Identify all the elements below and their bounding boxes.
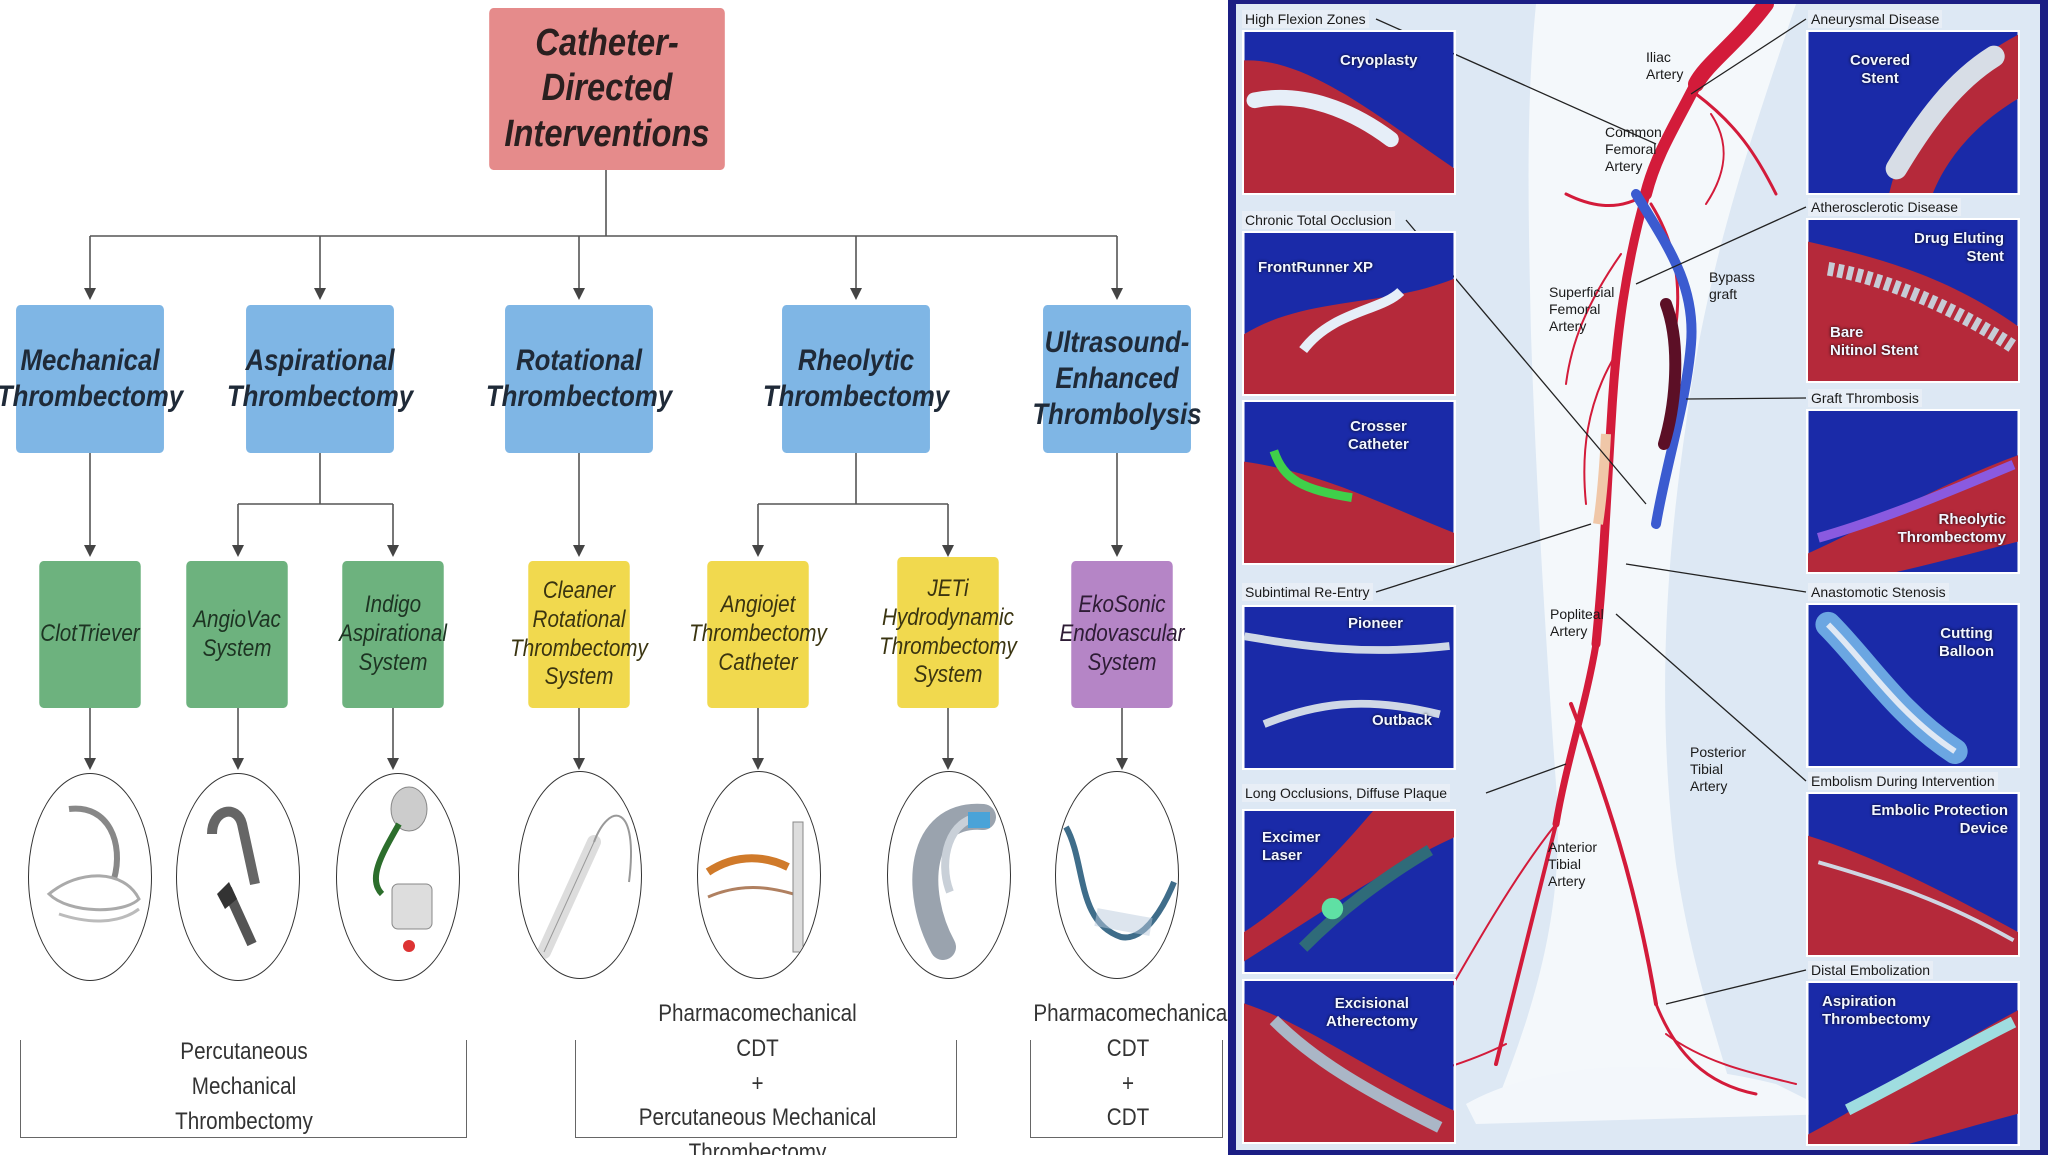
panel-frontrunner-xp: FrontRunner XP (1242, 231, 1456, 396)
clottriever-image (28, 773, 152, 981)
caption-excisional-atherectomy: Excisional Atherectomy (1326, 995, 1418, 1030)
panel-excimer-laser: Excimer Laser (1242, 809, 1456, 974)
bracket-pharmacomechanical-percutaneous (575, 1040, 957, 1138)
device-indigo-aspirational-system: Indigo Aspirational System (339, 561, 447, 708)
category-rheolytic-thrombectomy: Rheolytic Thrombectomy (763, 305, 949, 453)
label-superficial-femoral-artery: Superficial Femoral Artery (1549, 284, 1615, 334)
label-iliac-artery: Iliac Artery (1646, 49, 1684, 82)
label-atherosclerotic-disease: Atherosclerotic Disease (1808, 198, 1962, 216)
caption-pioneer-outback: Pioneer Outback (1244, 607, 1454, 768)
panel-cryoplasty: Cryoplasty (1242, 30, 1456, 195)
caption-crosser-catheter: Crosser Catheter (1348, 418, 1409, 453)
label-embolism-during-intervention: Embolism During Intervention (1808, 772, 1998, 790)
panel-cutting-balloon: Cutting Balloon (1806, 603, 2020, 768)
label-bypass-graft: Bypass graft (1709, 269, 1755, 302)
caption-pioneer: Pioneer (1348, 615, 1404, 632)
jeti-system-image (887, 771, 1011, 979)
caption-outback: Outback (1372, 712, 1433, 729)
category-aspirational-thrombectomy: Aspirational Thrombectomy (227, 305, 413, 453)
panel-excisional-atherectomy: Excisional Atherectomy (1242, 979, 1456, 1144)
label-chronic-total-occlusion: Chronic Total Occlusion (1242, 211, 1395, 229)
label-pharmacomechanical-cdt-percutaneous: Pharmacomechanical CDT + Percutaneous Me… (638, 1000, 877, 1155)
caption-frontrunner-xp: FrontRunner XP (1258, 259, 1373, 276)
peripheral-artery-illustration: Iliac Artery Common Femoral Artery Super… (1228, 0, 2048, 1155)
ekosonic-system-image (1055, 771, 1179, 979)
device-cleaner-rotational-thrombectomy-system: Cleaner Rotational Thrombectomy System (510, 561, 648, 708)
angiojet-catheter-image (697, 771, 821, 979)
flowchart-panel: Catheter-Directed Interventions Mechanic… (0, 8, 1228, 1155)
caption-bare-nitinol: Bare Nitinol Stent (1830, 324, 1919, 359)
label-aneurysmal-disease: Aneurysmal Disease (1808, 10, 1943, 28)
panel-rheolytic-thrombectomy: Rheolytic Thrombectomy (1806, 409, 2020, 574)
device-clottriever: ClotTriever (39, 561, 141, 708)
label-graft-thrombosis: Graft Thrombosis (1808, 389, 1922, 407)
caption-cryoplasty: Cryoplasty (1340, 52, 1418, 69)
bracket-percutaneous (20, 1040, 467, 1138)
panel-aspiration-thrombectomy: Aspiration Thrombectomy (1806, 981, 2020, 1146)
caption-embolic-protection-device: Embolic Protection Device (1871, 802, 2008, 837)
label-distal-embolization: Distal Embolization (1808, 961, 1934, 979)
category-ultrasound-enhanced-thrombolysis: Ultrasound- Enhanced Thrombolysis (1032, 305, 1202, 453)
connector-lines (84, 170, 1128, 770)
label-posterior-tibial-artery: Posterior Tibial Artery (1690, 744, 1747, 794)
angiovac-image (176, 773, 300, 981)
device-angiojet-thrombectomy-catheter: Angiojet Thrombectomy Catheter (689, 561, 827, 708)
label-pharmacomechanical-cdt-plus-cdt: Pharmacomechanical CDT + CDT (1033, 1000, 1228, 1132)
label-anastomotic-stenosis: Anastomotic Stenosis (1808, 583, 1949, 601)
panel-drug-eluting-stent: Drug Eluting Stent Bare Nitinol Stent (1806, 218, 2020, 383)
label-anterior-tibial-artery: Anterior Tibial Artery (1548, 839, 1598, 889)
category-mechanical-thrombectomy: Mechanical Thrombectomy (0, 305, 183, 453)
indigo-system-image (336, 773, 460, 981)
caption-drug-eluting: Drug Eluting Stent (1914, 230, 2004, 265)
device-jeti-hydrodynamic-thrombectomy-system: JETi Hydrodynamic Thrombectomy System (879, 557, 1017, 708)
device-ekosonic-endovascular-system: EkoSonic Endovascular System (1059, 561, 1185, 708)
label-subintimal-re-entry: Subintimal Re-Entry (1242, 583, 1373, 601)
caption-covered-stent: Covered Stent (1850, 52, 1911, 87)
caption-excimer-laser: Excimer Laser (1262, 829, 1321, 864)
label-high-flexion-zones: High Flexion Zones (1242, 10, 1369, 28)
label-long-occlusions-diffuse-plaque: Long Occlusions, Diffuse Plaque (1242, 784, 1451, 802)
caption-drug-eluting-stent: Drug Eluting Stent Bare Nitinol Stent (1808, 220, 2018, 381)
category-rotational-thrombectomy: Rotational Thrombectomy (486, 305, 672, 453)
bracket-pharmacomechanical-cdt (1030, 1040, 1223, 1138)
panel-pioneer-outback: Pioneer Outback (1242, 605, 1456, 770)
label-percutaneous-mechanical-thrombectomy: Percutaneous Mechanical Thrombectomy (175, 1038, 313, 1135)
device-angiovac-system: AngioVac System (186, 561, 288, 708)
label-common-femoral-artery: Common Femoral Artery (1605, 124, 1662, 174)
caption-aspiration-thrombectomy: Aspiration Thrombectomy (1822, 993, 1931, 1028)
panel-embolic-protection-device: Embolic Protection Device (1806, 792, 2020, 957)
panel-covered-stent: Covered Stent (1806, 30, 2020, 195)
root-node-catheter-directed-interventions: Catheter-Directed Interventions (489, 8, 725, 170)
panel-crosser-catheter: Crosser Catheter (1242, 400, 1456, 565)
cleaner-system-image (518, 771, 642, 979)
caption-rheolytic-thrombectomy: Rheolytic Thrombectomy (1897, 511, 2006, 546)
label-popliteal-artery: Popliteal Artery (1550, 606, 1604, 639)
caption-cutting-balloon: Cutting Balloon (1939, 625, 1994, 660)
